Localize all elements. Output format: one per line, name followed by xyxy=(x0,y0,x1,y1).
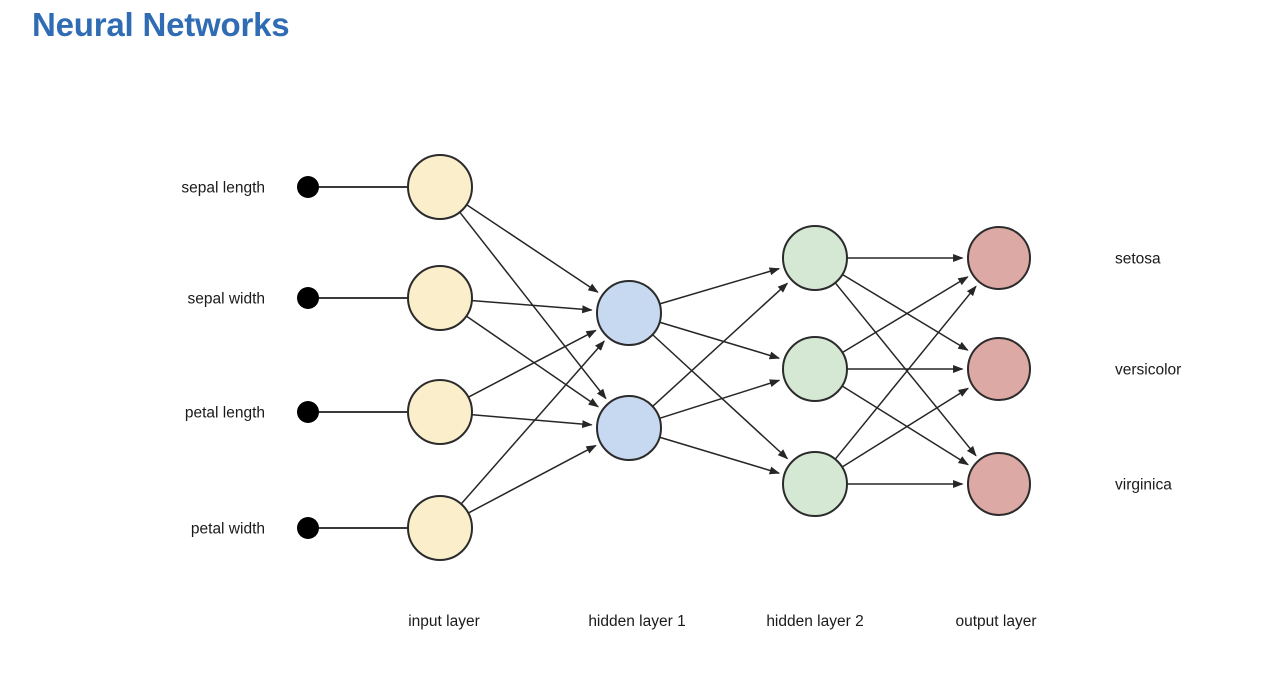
input-source-dot-0 xyxy=(297,176,319,198)
layer-captions-group: input layer hidden layer 1 hidden layer 2 o… xyxy=(408,613,1036,630)
neurons-group xyxy=(407,154,1031,561)
edge-hidden1-1-to-hidden2-0 xyxy=(652,282,789,407)
edge-input-3-to-hidden1-0 xyxy=(460,340,605,505)
edge-hidden1-0-to-hidden2-2 xyxy=(652,334,789,460)
edge-hidden1-0-to-hidden2-1 xyxy=(659,321,781,360)
edge-hidden1-1-to-hidden2-2 xyxy=(659,436,781,475)
neuron-hidden1-0[interactable] xyxy=(596,280,662,346)
source-dots-group xyxy=(297,176,319,539)
neuron-output-2[interactable] xyxy=(967,452,1031,516)
input-source-dot-2 xyxy=(297,401,319,423)
input-source-dot-1 xyxy=(297,287,319,309)
edge-input-2-to-hidden1-1 xyxy=(472,413,593,429)
edge-hidden2-2-to-output-1 xyxy=(842,387,969,468)
edges-group xyxy=(459,204,977,514)
node-labels-group: sepal length sepal width petal length petal… xyxy=(181,180,1181,538)
input-feature-label-0: sepal length xyxy=(181,180,265,197)
neuron-hidden2-0[interactable] xyxy=(782,225,848,291)
neuron-input-3[interactable] xyxy=(407,495,473,561)
neuron-hidden2-1[interactable] xyxy=(782,336,848,402)
input-feature-label-3: petal width xyxy=(191,521,265,538)
edge-input-1-to-hidden1-0 xyxy=(472,299,593,314)
neuron-hidden1-1[interactable] xyxy=(596,395,662,461)
output-class-label-0: setosa xyxy=(1115,251,1161,268)
edge-hidden1-0-to-hidden2-0 xyxy=(659,267,781,305)
neuron-input-1[interactable] xyxy=(407,265,473,331)
neuron-output-1[interactable] xyxy=(967,337,1031,401)
edge-input-3-to-hidden1-1 xyxy=(468,444,597,514)
page-title: Neural Networks xyxy=(32,6,290,43)
edge-input-0-to-hidden1-0 xyxy=(466,204,599,293)
neuron-output-0[interactable] xyxy=(967,226,1031,290)
input-feature-label-2: petal length xyxy=(185,405,265,422)
neuron-input-2[interactable] xyxy=(407,379,473,445)
input-feature-label-1: sepal width xyxy=(187,291,265,308)
neuron-input-0[interactable] xyxy=(407,154,473,220)
neuron-hidden2-2[interactable] xyxy=(782,451,848,517)
layer-caption-input: input layer xyxy=(408,613,480,630)
edge-hidden1-1-to-hidden2-1 xyxy=(659,379,781,419)
edge-hidden2-2-to-output-0 xyxy=(834,285,977,460)
layer-caption-hidden1: hidden layer 1 xyxy=(588,613,685,630)
edge-hidden2-1-to-output-0 xyxy=(842,276,969,353)
edge-input-2-to-hidden1-0 xyxy=(468,329,597,398)
input-stubs-group xyxy=(319,186,408,529)
edge-input-1-to-hidden1-1 xyxy=(466,315,599,408)
output-class-label-2: virginica xyxy=(1115,477,1172,494)
edge-hidden2-1-to-output-2 xyxy=(842,385,969,466)
output-class-label-1: versicolor xyxy=(1115,362,1181,379)
layer-caption-output: output layer xyxy=(956,613,1037,630)
input-source-dot-3 xyxy=(297,517,319,539)
edge-hidden2-0-to-output-1 xyxy=(842,274,969,351)
layer-caption-hidden2: hidden layer 2 xyxy=(766,613,863,630)
